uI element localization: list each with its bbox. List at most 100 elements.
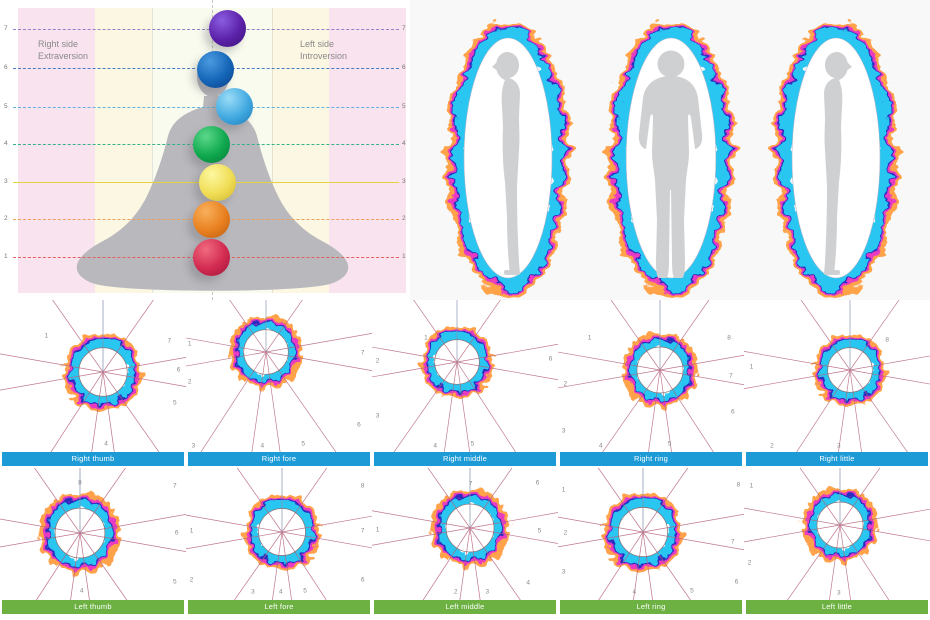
sector-number: 3 <box>375 412 380 420</box>
finger-panel-left-middle[interactable]: 7 6 1 5 2 3 4 Left middle <box>372 468 558 614</box>
finger-label-bar: Left fore <box>188 600 370 614</box>
sector-number: 1 <box>561 486 566 494</box>
grid-vline <box>152 8 153 293</box>
sector-number: 5 <box>303 587 307 595</box>
finger-label-bar: Right thumb <box>2 452 184 466</box>
finger-label-bar: Left little <box>746 600 928 614</box>
sector-number: 2 <box>375 357 380 365</box>
level-line <box>13 29 399 30</box>
sector-number: 6 <box>734 578 739 586</box>
sector-number: 7 <box>360 349 365 357</box>
chakra-ball-sacral <box>193 201 230 238</box>
sector-number: 7 <box>731 538 735 546</box>
sector-number: 6 <box>535 479 540 487</box>
sector-number: 4 <box>104 440 108 448</box>
chakra-ball-crown <box>209 10 246 47</box>
level-number: 4 <box>4 140 8 147</box>
sector-number: 6 <box>731 408 735 416</box>
sector-number: 7 <box>729 372 733 380</box>
finger-panel-left-ring[interactable]: 1 8 2 7 3 6 4 5 Left ring <box>558 468 744 614</box>
aura-panel <box>410 0 930 300</box>
sector-number: 5 <box>470 440 475 448</box>
sector-number: 2 <box>563 529 568 537</box>
sector-number: 5 <box>301 440 305 448</box>
finger-scan-image: 1 2 3 <box>744 468 930 600</box>
sector-number: 7 <box>167 337 172 345</box>
stripe-pink-left <box>18 8 95 293</box>
level-number: 4 <box>402 140 406 147</box>
finger-panel-right-middle[interactable]: 1 2 3 4 5 6 Right middle <box>372 300 558 466</box>
sector-number: 6 <box>360 576 365 584</box>
finger-label-bar: Left ring <box>560 600 742 614</box>
sector-number: 3 <box>485 588 490 596</box>
finger-label-bar: Right fore <box>188 452 370 466</box>
stripe-pink-right <box>329 8 406 293</box>
finger-panel-right-fore[interactable]: 1 2 7 6 3 4 5 Right fore <box>186 300 372 466</box>
finger-scan-image: 1 8 2 7 3 6 4 5 <box>558 300 744 452</box>
finger-scan-image: 1 7 6 5 4 <box>0 300 186 452</box>
level-line <box>13 107 399 108</box>
sector-number: 3 <box>837 589 841 597</box>
chakra-ball-heart <box>193 126 230 163</box>
finger-panel-left-little[interactable]: 1 2 3 Left little <box>744 468 930 614</box>
sector-number: 8 <box>736 481 741 489</box>
sector-number: 7 <box>360 527 365 535</box>
sector-number: 6 <box>357 421 361 429</box>
sector-number: 2 <box>187 378 192 386</box>
sector-number: 3 <box>837 442 841 450</box>
sector-number: 8 <box>360 482 365 490</box>
right-side-label: Right side Extraversion <box>38 38 88 62</box>
finger-scan-image: 1 8 2 3 <box>744 300 930 452</box>
finger-label-bar: Right little <box>746 452 928 466</box>
sector-number: 5 <box>173 399 177 407</box>
finger-panel-left-thumb[interactable]: 8 7 6 5 4 Left thumb <box>0 468 186 614</box>
sector-number: 6 <box>176 366 181 374</box>
sector-number: 1 <box>749 482 754 490</box>
left-side-line1: Left side <box>300 39 335 49</box>
sector-number: 1 <box>187 340 192 348</box>
finger-scan-image: 1 2 7 6 3 4 5 <box>186 300 372 452</box>
finger-panel-right-thumb[interactable]: 1 7 6 5 4 Right thumb <box>0 300 186 466</box>
sector-number: 1 <box>189 527 194 535</box>
sector-number: 8 <box>727 334 731 342</box>
sector-number: 1 <box>749 363 754 371</box>
left-side-label: Left side Introversion <box>300 38 390 62</box>
chakra-ball-third-eye <box>197 51 234 88</box>
sector-number: 1 <box>375 526 380 534</box>
sector-number: 1 <box>587 334 592 342</box>
sector-number: 4 <box>279 588 283 596</box>
sector-number: 2 <box>563 380 568 388</box>
finger-scan-image: 8 1 7 2 6 3 4 5 <box>186 468 372 600</box>
aura-views <box>410 0 930 300</box>
sector-number: 6 <box>548 355 553 363</box>
finger-panel-right-little[interactable]: 1 8 2 3 Right little <box>744 300 930 466</box>
level-number: 1 <box>402 253 406 260</box>
finger-label-bar: Right ring <box>560 452 742 466</box>
finger-panel-left-fore[interactable]: 8 1 7 2 6 3 4 5 Left fore <box>186 468 372 614</box>
sector-number: 2 <box>189 576 194 584</box>
right-side-line1: Right side <box>38 39 79 49</box>
sector-number: 4 <box>598 442 603 450</box>
right-hand-finger-row: 1 7 6 5 4 Right thumb 1 2 7 6 3 4 5 Rig <box>0 300 930 466</box>
sector-number: 2 <box>747 559 752 567</box>
finger-panel-right-ring[interactable]: 1 8 2 7 3 6 4 5 Right ring <box>558 300 744 466</box>
level-number: 1 <box>4 253 8 260</box>
left-side-line2: Introversion <box>300 51 348 61</box>
sector-number: 8 <box>78 479 82 487</box>
level-number: 3 <box>4 178 8 185</box>
finger-scan-image: 8 7 6 5 4 <box>0 468 186 600</box>
sector-number: 3 <box>251 588 255 596</box>
sector-number: 5 <box>173 578 177 586</box>
sector-number: 6 <box>174 529 179 537</box>
finger-label-bar: Left thumb <box>2 600 184 614</box>
chakra-ball-root <box>193 239 230 276</box>
sector-number: 4 <box>526 579 531 587</box>
level-number: 6 <box>4 64 8 71</box>
level-number: 6 <box>402 64 406 71</box>
sector-number: 5 <box>537 527 542 535</box>
sector-number: 4 <box>433 442 438 450</box>
sector-number: 7 <box>468 480 473 488</box>
right-side-line2: Extraversion <box>38 51 89 61</box>
sector-number: 3 <box>191 442 196 450</box>
